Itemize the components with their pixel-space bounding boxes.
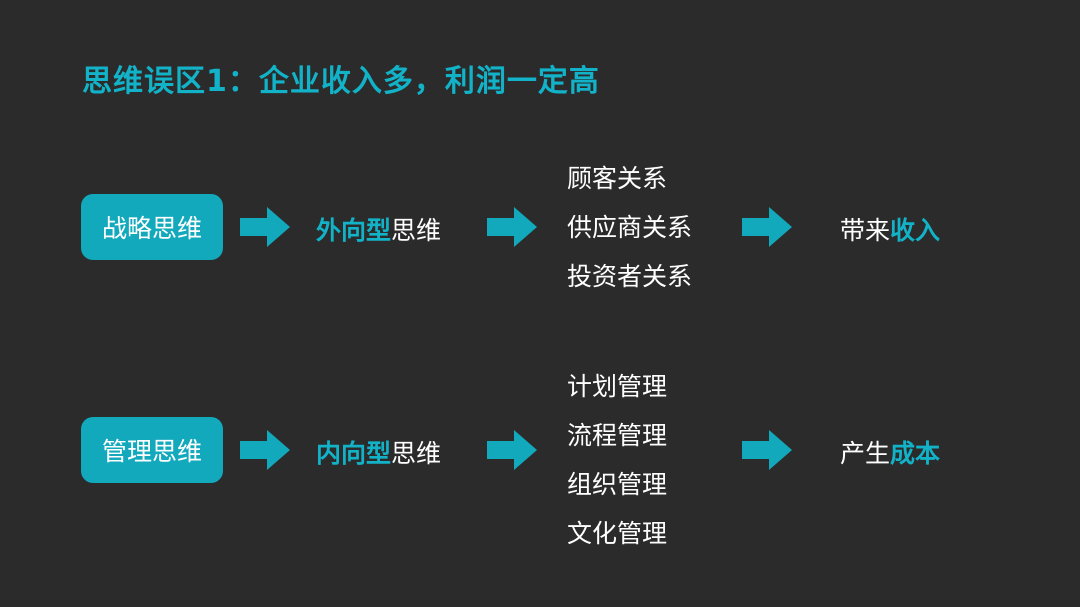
list-item: 计划管理 <box>567 372 668 401</box>
list-item: 供应商关系 <box>567 213 693 242</box>
right-arrow-icon <box>742 207 792 247</box>
concept-inward-thinking: 内向型思维 <box>316 434 441 470</box>
right-arrow-icon <box>240 430 290 470</box>
relationship-list: 顾客关系 供应商关系 投资者关系 <box>567 154 692 301</box>
flow-row-management: 管理思维 内向型思维 计划管理 流程管理 组织管理 文化管理 产生成本 <box>0 360 1080 550</box>
flow-row-strategy: 战略思维 外向型思维 顾客关系 供应商关系 投资者关系 带来收入 <box>0 150 1080 310</box>
result-prefix: 带来 <box>840 216 891 245</box>
concept-accent: 内向型 <box>316 439 392 468</box>
concept-suffix: 思维 <box>391 216 442 245</box>
management-thinking-pill: 管理思维 <box>81 417 223 483</box>
result-accent: 成本 <box>890 439 941 468</box>
list-item: 组织管理 <box>567 470 668 499</box>
management-list: 计划管理 流程管理 组织管理 文化管理 <box>567 362 667 558</box>
list-item: 投资者关系 <box>567 262 693 291</box>
concept-suffix: 思维 <box>391 439 442 468</box>
page-title: 思维误区1：企业收入多，利润一定高 <box>82 64 600 99</box>
result-revenue: 带来收入 <box>840 211 940 247</box>
concept-outward-thinking: 外向型思维 <box>316 211 441 247</box>
right-arrow-icon <box>487 207 537 247</box>
right-arrow-icon <box>487 430 537 470</box>
right-arrow-icon <box>742 430 792 470</box>
result-accent: 收入 <box>890 216 941 245</box>
result-prefix: 产生 <box>840 439 891 468</box>
list-item: 流程管理 <box>567 421 668 450</box>
list-item: 文化管理 <box>567 519 668 548</box>
list-item: 顾客关系 <box>567 164 668 193</box>
result-cost: 产生成本 <box>840 434 940 470</box>
strategy-thinking-pill: 战略思维 <box>81 194 223 260</box>
concept-accent: 外向型 <box>316 216 392 245</box>
right-arrow-icon <box>240 207 290 247</box>
